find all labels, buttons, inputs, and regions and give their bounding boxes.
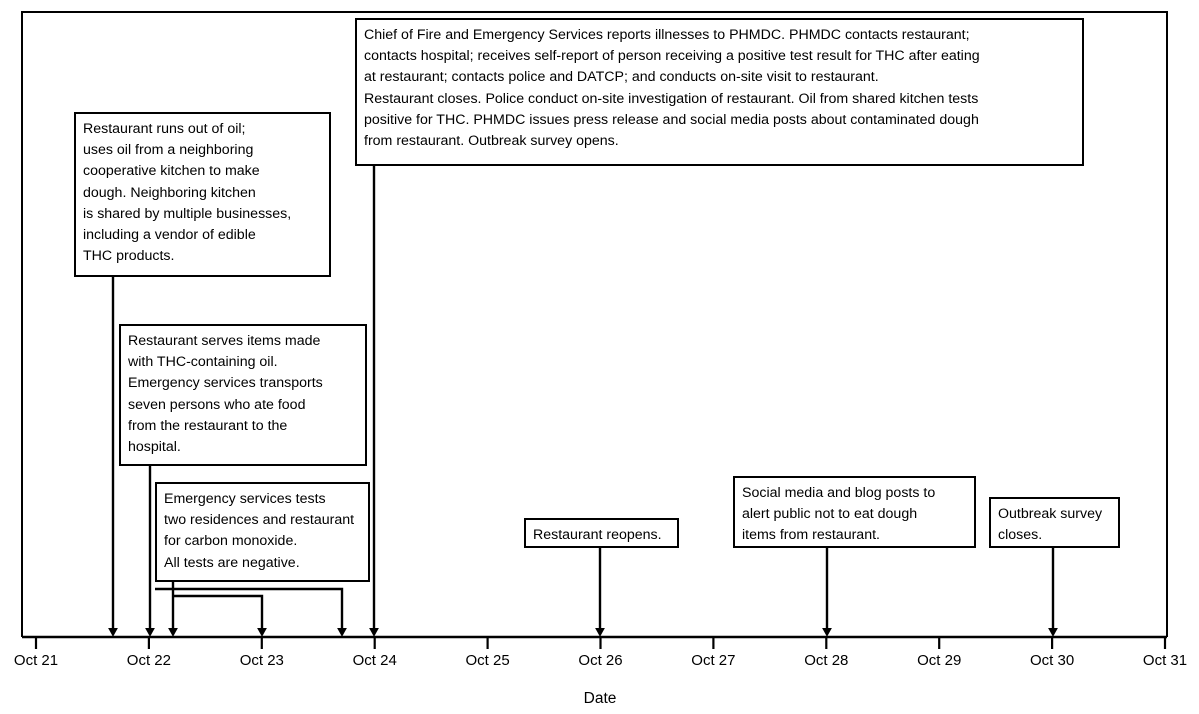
- event-phmdc-response: Chief of Fire and Emergency Services rep…: [355, 18, 1084, 166]
- axis-tick-label-oct-31: Oct 31: [1142, 652, 1188, 669]
- plot-frame: [21, 11, 1168, 639]
- axis-tick-label-oct-21: Oct 21: [13, 652, 59, 669]
- axis-tick-label-oct-28: Oct 28: [804, 652, 849, 669]
- axis-tick-label-oct-30: Oct 30: [1030, 652, 1075, 669]
- axis-tick-label-oct-26: Oct 26: [578, 652, 623, 669]
- event-survey-closes: Outbreak survey closes.: [989, 497, 1120, 548]
- axis-tick-label-oct-25: Oct 25: [465, 652, 510, 669]
- event-connectors: [108, 166, 1058, 637]
- axis-tick-label-oct-22: Oct 22: [126, 652, 171, 669]
- axis-tick-label-oct-29: Oct 29: [917, 652, 962, 669]
- event-thc-oil-served: Restaurant serves items made with THC-co…: [119, 324, 367, 466]
- event-restaurant-reopens: Restaurant reopens.: [524, 518, 679, 548]
- event-carbon-monoxide-tests: Emergency services tests two residences …: [155, 482, 370, 582]
- plot-border: [21, 11, 1168, 637]
- event-oil-substitution: Restaurant runs out of oil; uses oil fro…: [74, 112, 331, 277]
- axis-tick-label-oct-27: Oct 27: [691, 652, 736, 669]
- connector-event-carbon-monoxide-branch-oct23: [173, 594, 267, 637]
- axis-ticks: [34, 637, 1167, 649]
- connector-event-carbon-monoxide-branch-oct23-late: [155, 587, 347, 637]
- event-public-alert-posts: Social media and blog posts to alert pub…: [733, 476, 976, 548]
- axis-title-date: Date: [583, 690, 617, 707]
- axis-tick-label-oct-23: Oct 23: [239, 652, 284, 669]
- axis-tick-label-oct-24: Oct 24: [352, 652, 397, 669]
